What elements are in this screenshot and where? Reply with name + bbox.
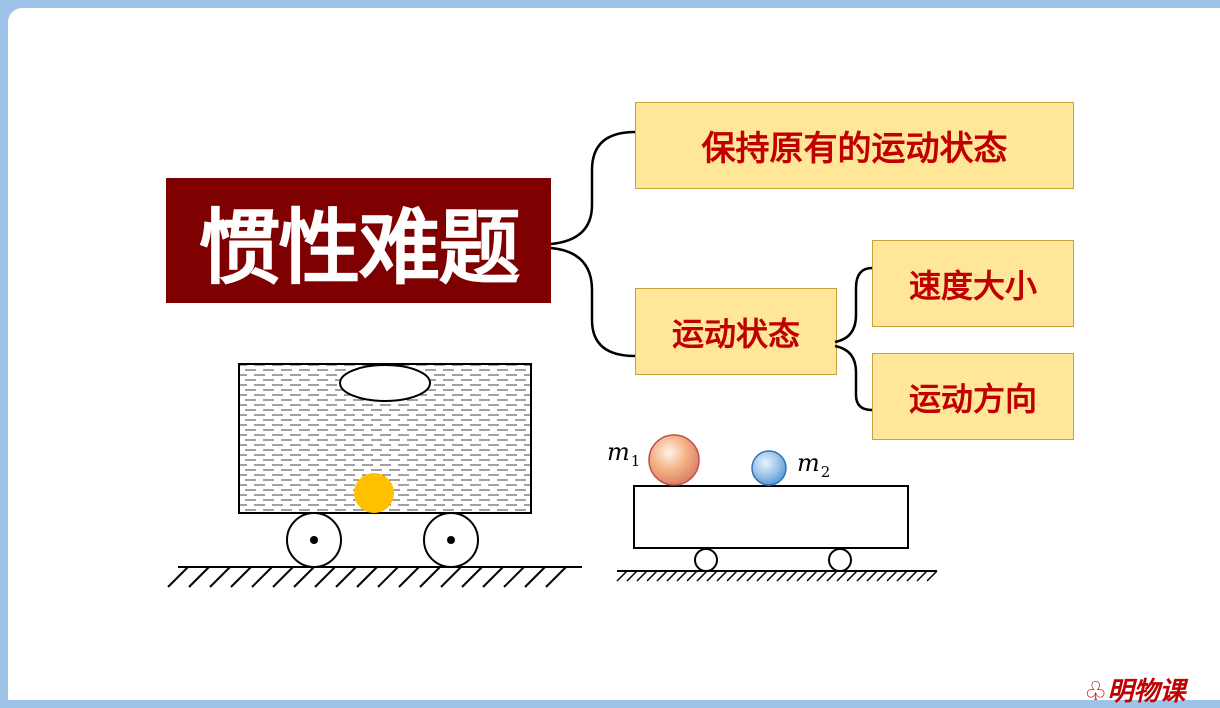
hatch-mark [461,566,483,588]
hatch-mark [746,570,758,582]
two-mass-cart: m1 m2 [607,434,938,582]
hatch-mark [377,566,399,588]
hatch-mark [856,570,868,582]
yellow-ball [354,473,394,513]
node-speed: 速度大小 [872,240,1074,327]
hatch-mark [926,570,938,582]
mass-label-2: m2 [797,449,830,481]
hatch-mark [876,570,888,582]
hatch-mark [906,570,918,582]
mindmap-connectors [550,130,873,412]
hatch-mark [816,570,828,582]
hatch-mark [636,570,648,582]
hatch-mark [676,570,688,582]
hatch-mark [251,566,273,588]
mass-ball-2 [751,450,787,486]
air-bubble [339,364,431,402]
logo-text: 明物课 [1107,677,1186,707]
hatch-mark [314,566,336,588]
hatch-mark [826,570,838,582]
hatch-mark [356,566,378,588]
hatch-mark [686,570,698,582]
hatch-mark [482,566,504,588]
ground-hatch-right [616,570,938,582]
cart-wheel-right [828,548,852,572]
hatch-mark [167,566,189,588]
hatch-mark [916,570,928,582]
hatch-mark [806,570,818,582]
connector-title-keep-state [550,130,636,246]
connector-title-motion-state [550,246,636,358]
node-motion-state: 运动状态 [635,288,837,375]
page-title: 惯性难题 [166,178,551,303]
hatch-mark [398,566,420,588]
hatch-mark [524,566,546,588]
hatch-mark [706,570,718,582]
connector-state-direction [834,344,873,412]
hatch-mark [796,570,808,582]
mass-label-1: m1 [607,438,640,470]
sprout-icon: ♧ [1084,677,1108,707]
hatch-mark [836,570,848,582]
hatch-mark [616,570,628,582]
ground-hatch-left [167,566,567,588]
hatch-mark [736,570,748,582]
brand-logo: ♧明物课 [1084,671,1185,708]
hatch-mark [335,566,357,588]
hatch-mark [666,570,678,582]
node-keep-state: 保持原有的运动状态 [635,102,1074,189]
water-tank-cart [167,363,582,588]
hatch-mark [545,566,567,588]
hatch-mark [756,570,768,582]
hatch-mark [866,570,878,582]
hatch-mark [646,570,658,582]
hatch-mark [846,570,858,582]
hatch-mark [716,570,728,582]
cart-body [633,485,909,549]
cart-wheel-left [694,548,718,572]
mass-ball-1 [648,434,700,486]
hatch-mark [293,566,315,588]
hatch-mark [786,570,798,582]
hatch-mark [230,566,252,588]
hatch-mark [726,570,738,582]
hatch-mark [766,570,778,582]
hatch-mark [626,570,638,582]
hatch-mark [440,566,462,588]
node-direction: 运动方向 [872,353,1074,440]
hatch-mark [886,570,898,582]
hatch-mark [776,570,788,582]
connector-state-speed [834,266,873,344]
hatch-mark [696,570,708,582]
hatch-mark [188,566,210,588]
hatch-mark [656,570,668,582]
hatch-mark [503,566,525,588]
hatch-mark [896,570,908,582]
hatch-mark [209,566,231,588]
hatch-mark [419,566,441,588]
hatch-mark [272,566,294,588]
